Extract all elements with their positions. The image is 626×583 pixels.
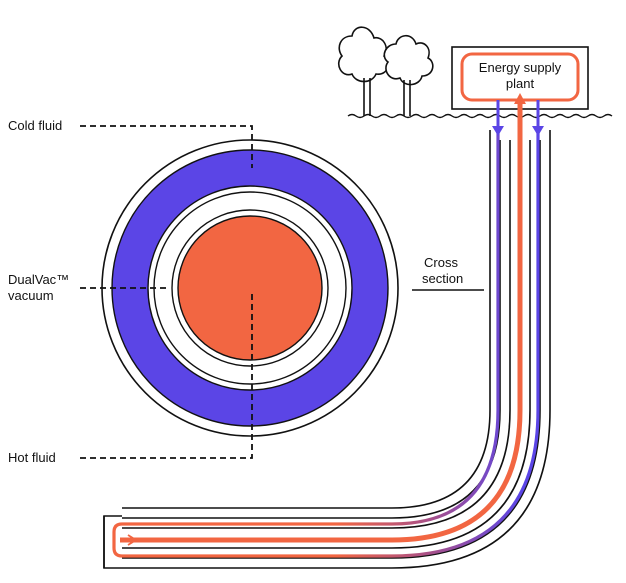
cold-fluid-path-right — [112, 130, 540, 558]
ground-line — [347, 113, 613, 119]
arrow-down-icon — [532, 126, 544, 136]
tree-icon — [383, 34, 434, 116]
label-dualvac-line2: vacuum — [8, 288, 54, 303]
plant-label-line2: plant — [505, 76, 535, 91]
label-hot-fluid: Hot fluid — [8, 450, 56, 465]
cold-fluid-path-left — [112, 130, 500, 540]
label-cold-fluid: Cold fluid — [8, 118, 63, 133]
arrow-down-icon — [492, 126, 504, 136]
label-cross-section-line1: Cross — [424, 255, 458, 270]
leader-cold-fluid — [80, 125, 253, 168]
label-dualvac-line1: DualVac™ — [8, 272, 70, 287]
plant-label: Energy supply plant — [462, 60, 578, 92]
tree-icon — [337, 26, 389, 116]
hot-fluid-path — [120, 100, 523, 543]
cross-section — [101, 139, 399, 437]
plant-label-line1: Energy supply — [478, 60, 562, 75]
well-casing — [103, 130, 551, 569]
arrow-up-icon — [514, 93, 526, 104]
hot-fluid-entry-arrow — [127, 534, 138, 546]
leader-hot-fluid — [80, 290, 253, 459]
label-cross-section-line2: section — [422, 271, 464, 286]
